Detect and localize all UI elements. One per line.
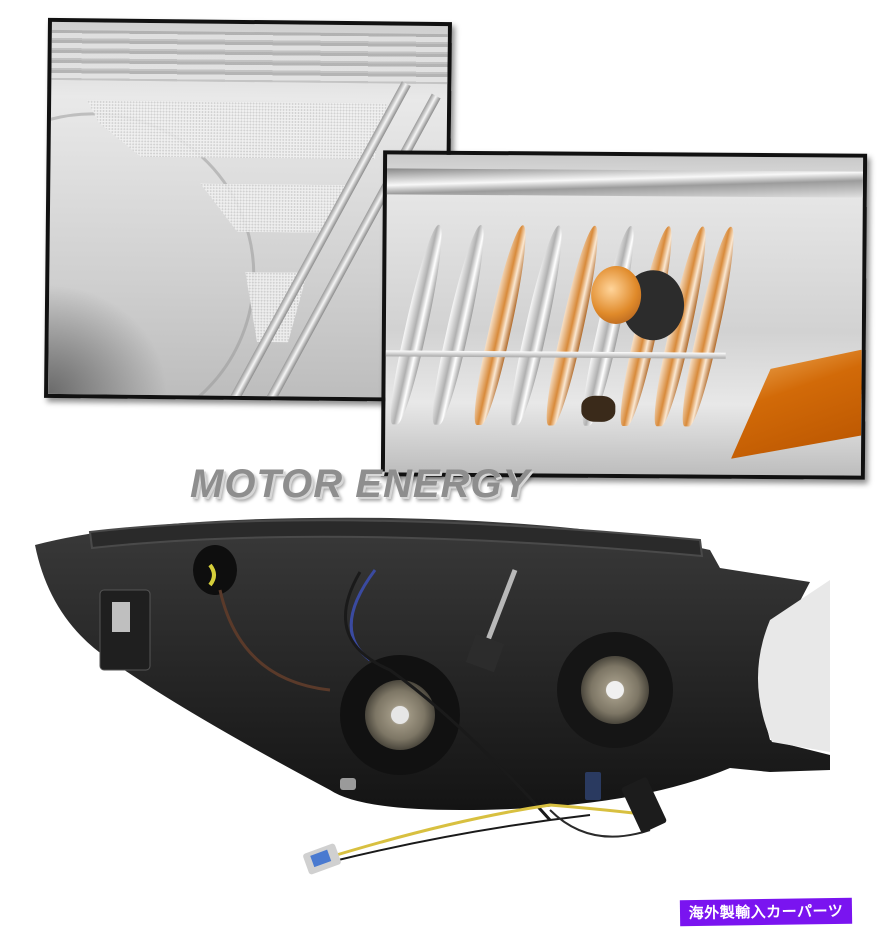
amber-turn-signal-closeup-photo: [380, 150, 868, 480]
chrome-trim: [386, 168, 864, 198]
shop-label-badge: 海外製輸入カーパーツ: [679, 897, 853, 927]
bulb-clip: [581, 395, 616, 422]
headlight-rear-housing-photo: [30, 510, 840, 890]
lens-ridge: [385, 350, 726, 359]
brand-watermark: MOTOR ENERGY: [190, 462, 531, 506]
amber-side-marker: [731, 349, 862, 460]
lens-shadow: [48, 283, 170, 396]
lens-top-reflection: [51, 29, 448, 85]
amber-bulb: [590, 265, 642, 325]
